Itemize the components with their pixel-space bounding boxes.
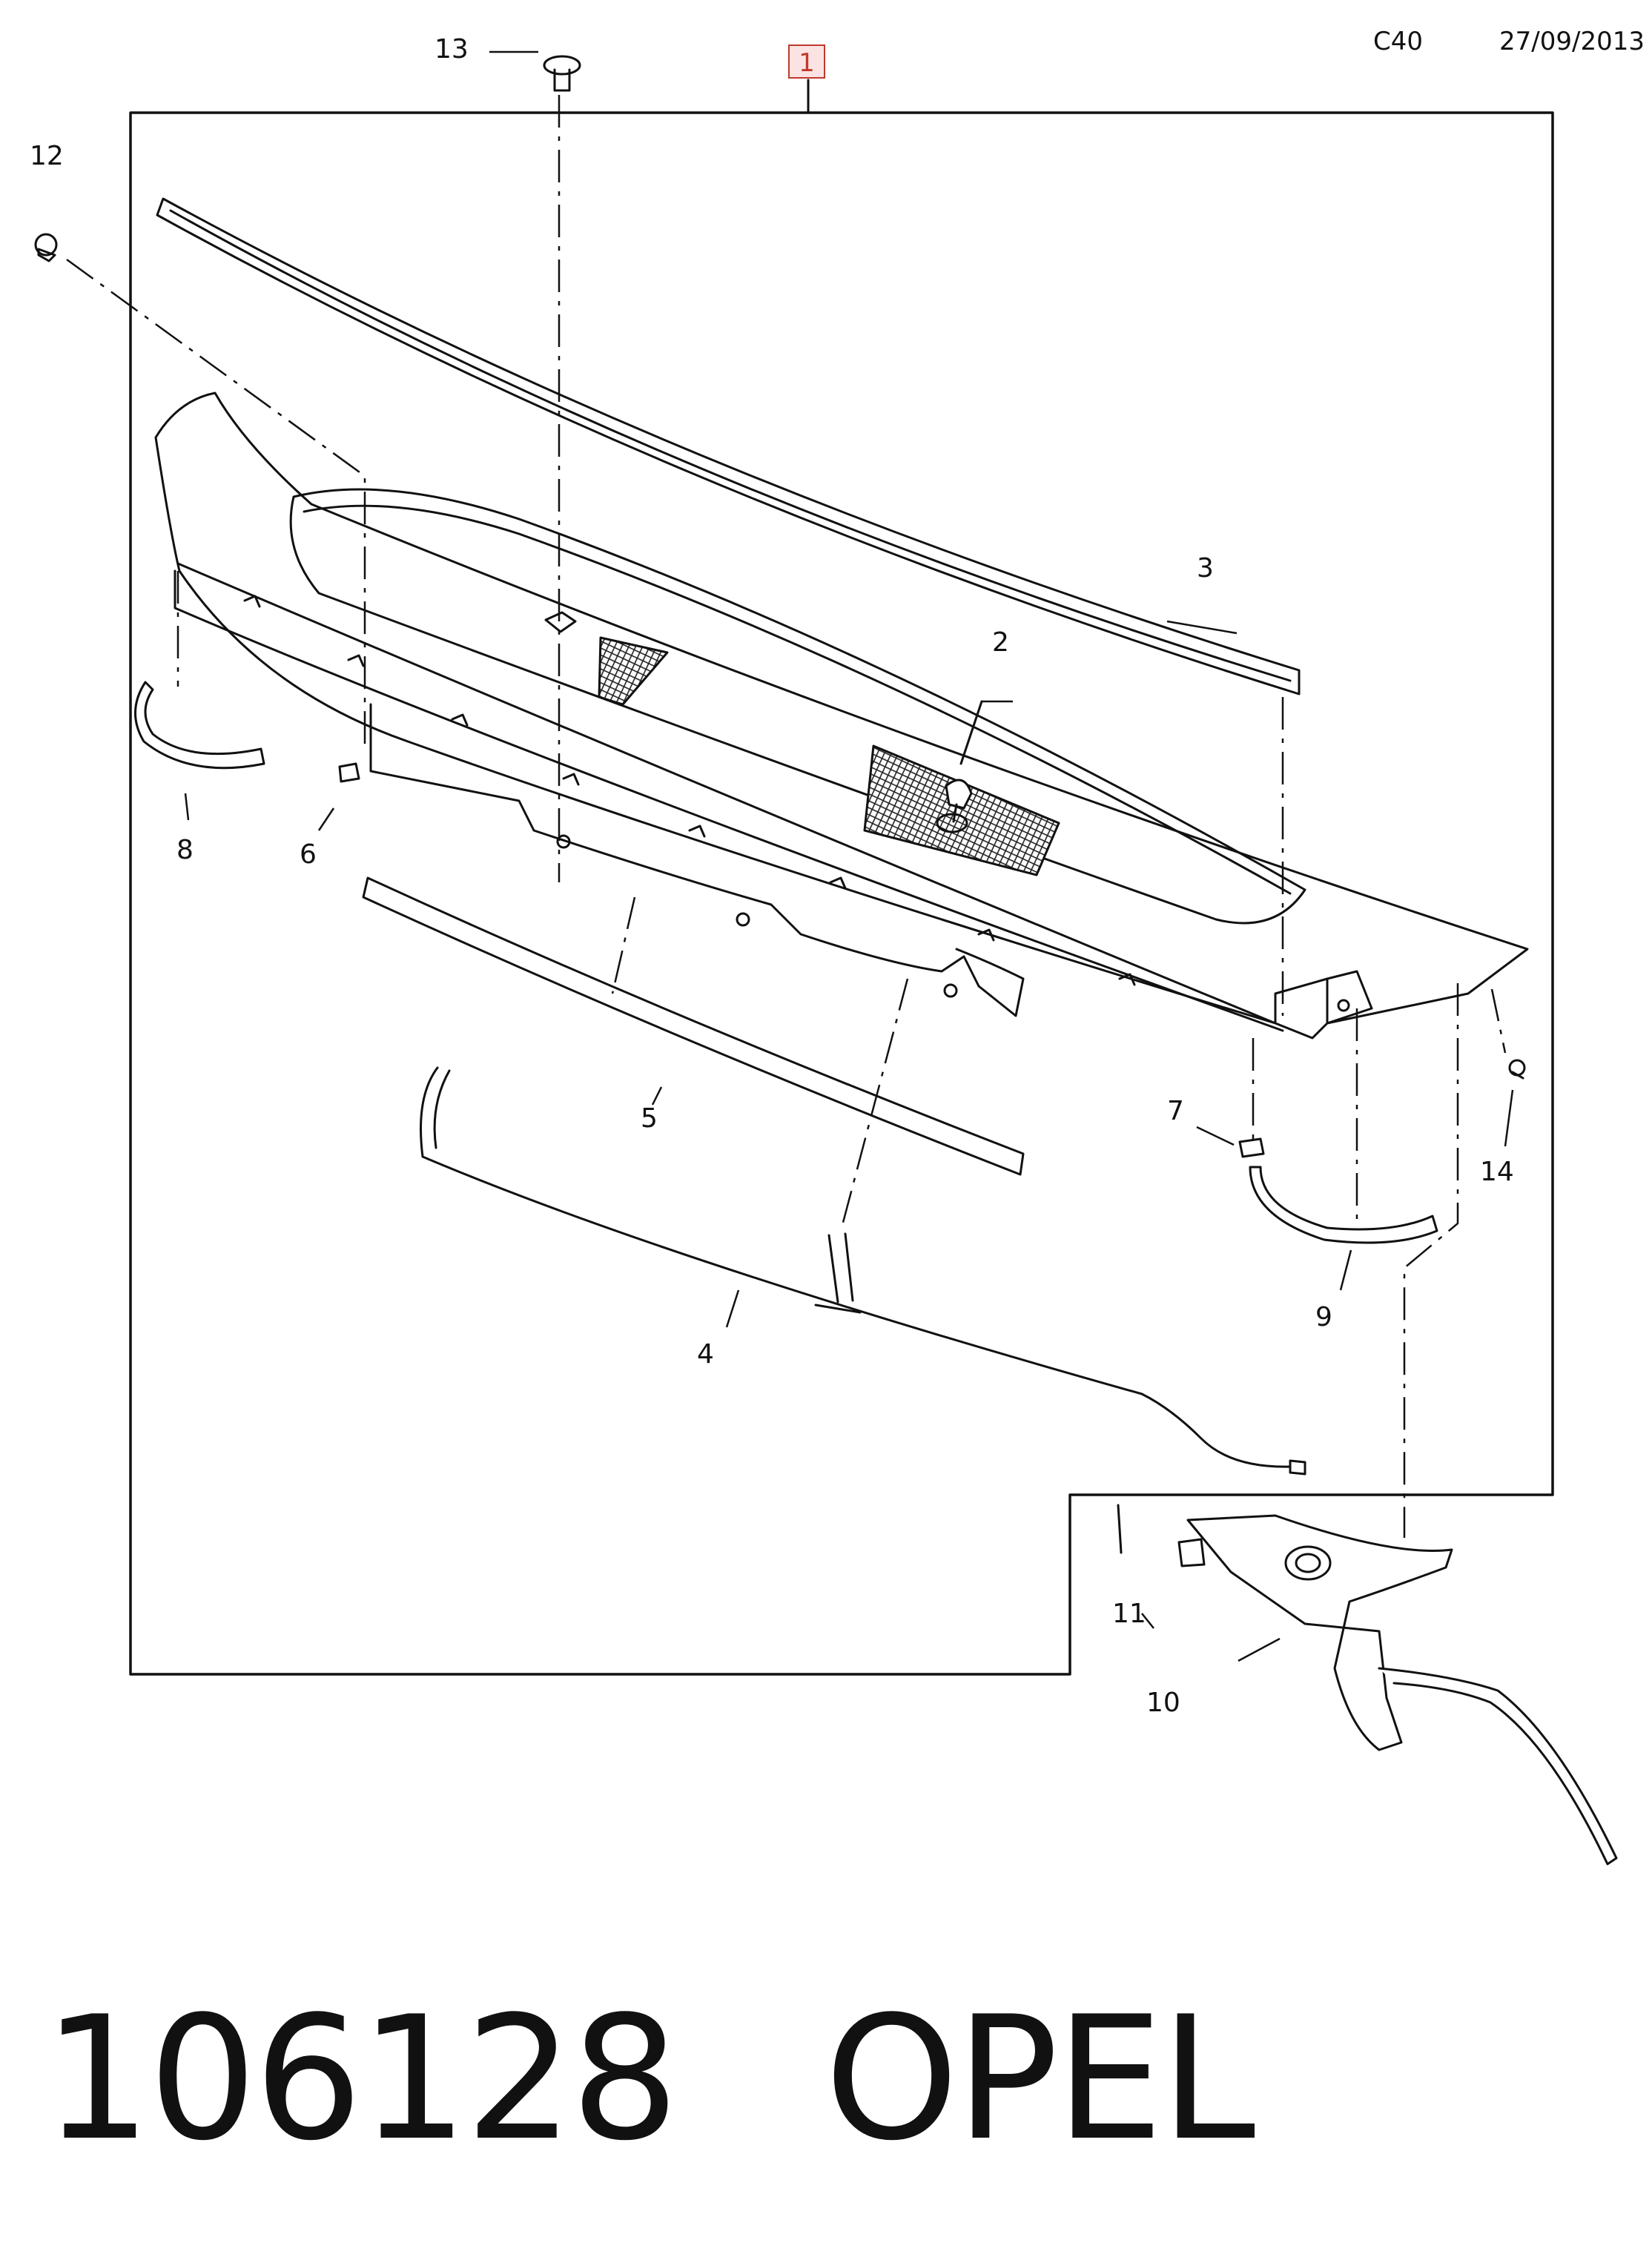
diagram-date: 27/09/2013 <box>1499 27 1645 56</box>
callout-6[interactable]: 6 <box>300 839 317 870</box>
callout-10[interactable]: 10 <box>1146 1688 1180 1718</box>
part-number: 106128 <box>43 1980 679 2178</box>
clip-7 <box>1238 1137 1265 1158</box>
callout-13[interactable]: 13 <box>435 34 469 65</box>
callout-8[interactable]: 8 <box>176 835 194 865</box>
mesh-grille-left <box>598 636 669 706</box>
washer-nozzle <box>936 700 983 833</box>
assembly-callout-tag[interactable]: 1 <box>788 44 825 79</box>
washer-hose <box>420 1066 1306 1476</box>
fastener-14 <box>1508 1059 1526 1080</box>
right-drain-hose <box>1249 1166 1438 1244</box>
callout-9[interactable]: 9 <box>1315 1302 1332 1332</box>
callout-2[interactable]: 2 <box>992 627 1009 658</box>
fastener-12 <box>34 233 58 262</box>
brand-name: OPEL <box>825 1980 1255 2178</box>
cowl-panel <box>154 391 1529 1040</box>
diagram-code: C40 <box>1373 27 1424 56</box>
callout-4[interactable]: 4 <box>697 1339 714 1369</box>
fastener-13 <box>543 55 581 92</box>
callout-5[interactable]: 5 <box>641 1103 658 1134</box>
assembly-outline <box>129 111 1554 1676</box>
mesh-grille-center <box>863 744 1060 876</box>
callout-11[interactable]: 11 <box>1112 1599 1146 1629</box>
callout-7[interactable]: 7 <box>1167 1096 1184 1126</box>
upper-seal-strip <box>156 197 1301 695</box>
left-drain-hose <box>134 681 265 770</box>
callout-3[interactable]: 3 <box>1197 553 1214 584</box>
footer-caption: 106128 OPEL <box>43 1980 1255 2178</box>
wiper-bracket <box>1117 1504 1618 1866</box>
parts-diagram <box>34 50 1618 1866</box>
callout-12[interactable]: 12 <box>30 141 64 171</box>
callout-14[interactable]: 14 <box>1480 1157 1514 1187</box>
clip-6 <box>338 762 360 783</box>
lower-seal-strip <box>362 876 1025 1176</box>
